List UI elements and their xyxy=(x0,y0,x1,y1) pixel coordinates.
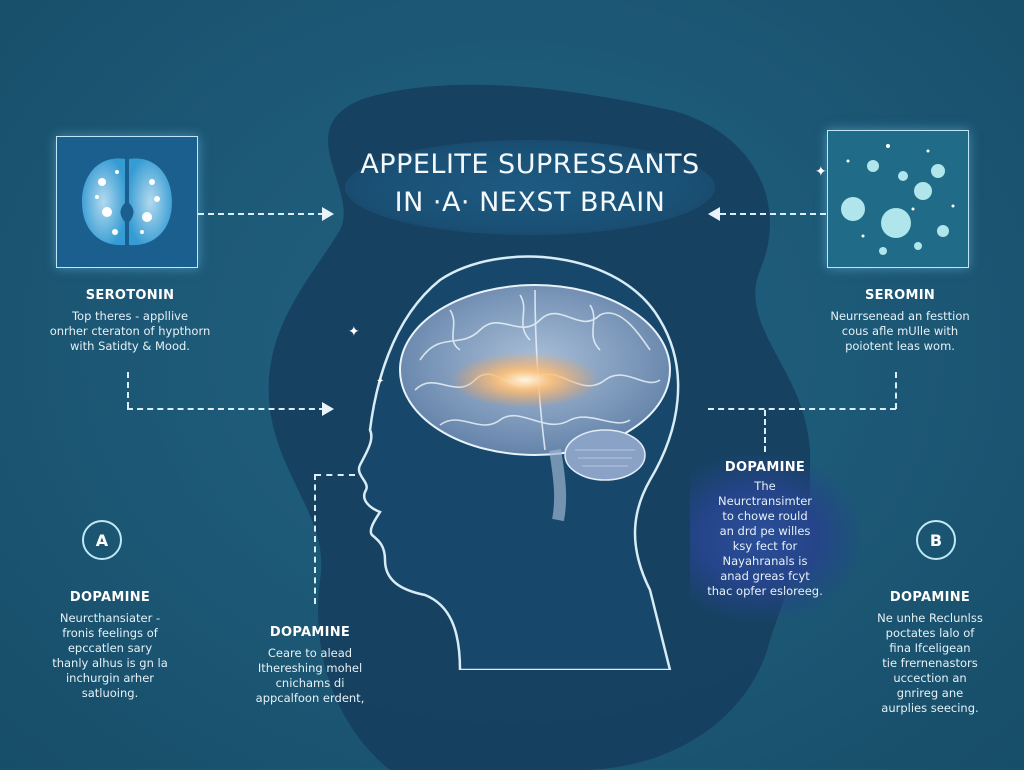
text-line: thanly alhus is gn la xyxy=(52,656,168,670)
connector-dopamine-vertical xyxy=(764,410,766,452)
seromin-cells-panel xyxy=(827,130,969,268)
text-line: poctates lalo of xyxy=(885,626,975,640)
sparkle-icon: ✦ xyxy=(376,376,385,387)
sparkle-icon: ✦ xyxy=(348,324,360,340)
serotonin-brain-panel xyxy=(56,136,198,268)
text-line: uccection an xyxy=(893,671,967,685)
dopamine-bottom-center-heading: DOPAMINE xyxy=(269,625,351,640)
title-line-1: APPELITE SUPRESSANTS xyxy=(360,149,700,180)
text-line: The xyxy=(754,479,776,493)
connector-left-top xyxy=(198,213,324,215)
connector-left-mid xyxy=(127,408,325,410)
connector-left-vertical xyxy=(127,372,129,408)
text-line: poiotent leas wom. xyxy=(845,339,955,353)
page-title: APPELITE SUPRESSANTS IN ·A· NEXST BRAIN xyxy=(350,138,710,238)
text-line: Ne unhe Reclunlss xyxy=(877,611,983,625)
arrow-right-icon xyxy=(322,402,334,416)
text-line: Neurcthansiater - xyxy=(59,611,161,625)
text-line: ksy fect for xyxy=(732,539,798,553)
text-line: Ithereshing mohel xyxy=(257,661,363,675)
dopamine-center-description: The Neurctransimter to chowe rould an dr… xyxy=(690,479,840,599)
connector-right-mid xyxy=(708,408,896,410)
text-line: tie frernenastors xyxy=(882,656,978,670)
text-line: with Satidty & Mood. xyxy=(70,339,190,353)
text-line: fina Ifceligean xyxy=(889,641,971,655)
dopamine-glow xyxy=(690,455,860,620)
serotonin-heading: SEROTONIN xyxy=(85,288,175,303)
text-line: Neurrsenead an festtion xyxy=(830,309,970,323)
dopamine-bottom-right-heading: DOPAMINE xyxy=(889,590,971,605)
title-line-2: IN ·A· NEXST BRAIN xyxy=(394,187,666,218)
dopamine-bottom-left-label: DOPAMINE Neurcthansiater - fronis feelin… xyxy=(30,590,190,701)
text-line: Top theres - appllive xyxy=(71,309,189,323)
connector-bottom-center-v xyxy=(314,474,316,604)
text-line: thac opfer esloreeg. xyxy=(707,584,823,598)
head-silhouette-illustration xyxy=(357,255,680,670)
text-line: anad greas fcyt xyxy=(720,569,810,583)
dopamine-bottom-left-heading: DOPAMINE xyxy=(69,590,151,605)
seromin-label: SEROMIN Neurrsenead an festtion cous afl… xyxy=(795,288,1005,354)
text-line: Nayahranals is xyxy=(722,554,808,568)
title-backdrop xyxy=(345,140,715,235)
text-line: an drd pe willes xyxy=(719,524,811,538)
text-line: inchurgin arher xyxy=(65,671,154,685)
text-line: satluoing. xyxy=(81,686,139,700)
text-line: appcalfoon erdent, xyxy=(255,691,365,705)
text-line: epccatlen sary xyxy=(67,641,153,655)
sparkle-icon: ✦ xyxy=(815,164,827,180)
dopamine-center-label: DOPAMINE The Neurctransimter to chowe ro… xyxy=(690,460,840,599)
dopamine-bottom-right-description: Ne unhe Reclunlss poctates lalo of fina … xyxy=(845,611,1015,716)
badge-a: A xyxy=(82,520,122,560)
text-line: Neurctransimter xyxy=(717,494,813,508)
text-line: to chowe rould xyxy=(722,509,808,523)
serotonin-label: SEROTONIN Top theres - appllive onrher c… xyxy=(30,288,230,354)
molecule-cells-icon xyxy=(841,144,955,255)
connector-right-top xyxy=(720,213,826,215)
seromin-description: Neurrsenead an festtion cous afle mUlle … xyxy=(795,309,1005,354)
dopamine-center-heading: DOPAMINE xyxy=(724,460,806,475)
text-line: cnichams di xyxy=(275,676,345,690)
arrow-left-icon xyxy=(708,207,720,221)
text-line: cous afle mUlle with xyxy=(841,324,959,338)
text-line: Ceare to alead xyxy=(267,646,353,660)
dopamine-bottom-center-description: Ceare to alead Ithereshing mohel cnicham… xyxy=(230,646,390,706)
text-line: aurplies seecing. xyxy=(881,701,979,715)
dopamine-bottom-center-label: DOPAMINE Ceare to alead Ithereshing mohe… xyxy=(230,625,390,706)
dopamine-bottom-right-label: DOPAMINE Ne unhe Reclunlss poctates lalo… xyxy=(845,590,1015,716)
badge-b: B xyxy=(916,520,956,560)
serotonin-description: Top theres - appllive onrher cteraton of… xyxy=(30,309,230,354)
glowing-brain-icon xyxy=(82,158,172,246)
connector-bottom-center-h xyxy=(315,474,355,476)
dopamine-bottom-left-description: Neurcthansiater - fronis feelings of epc… xyxy=(30,611,190,701)
seromin-heading: SEROMIN xyxy=(864,288,936,303)
connector-right-vertical xyxy=(895,372,897,409)
text-line: fronis feelings of xyxy=(62,626,158,640)
text-line: onrher cteraton of hypthorn xyxy=(49,324,211,338)
text-line: gnrireg ane xyxy=(896,686,964,700)
arrow-right-icon xyxy=(322,207,334,221)
